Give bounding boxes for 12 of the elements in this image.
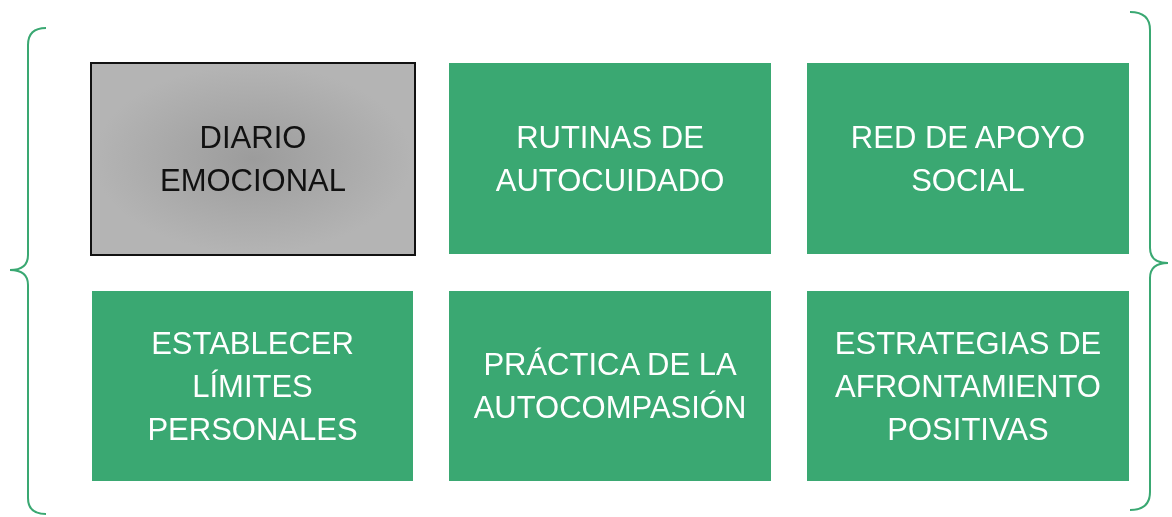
- box-label: ESTRATEGIAS DE AFRONTAMIENTO POSITIVAS: [833, 324, 1103, 449]
- text-box: [90, 62, 416, 256]
- text-box: [807, 63, 1129, 254]
- box-label: DIARIO EMOCIONAL: [159, 119, 347, 200]
- box-label: ESTABLECER LÍMITES PERSONALES: [146, 324, 359, 449]
- text-box: [92, 291, 413, 481]
- text-box: [449, 291, 771, 481]
- box-label: PRÁCTICA DE LA AUTOCOMPASIÓN: [472, 346, 748, 427]
- box-label: RUTINAS DE AUTOCUIDADO: [494, 118, 726, 200]
- text-box: [449, 63, 771, 254]
- box-label: RED DE APOYO SOCIAL: [849, 118, 1087, 200]
- text-box: [807, 291, 1129, 481]
